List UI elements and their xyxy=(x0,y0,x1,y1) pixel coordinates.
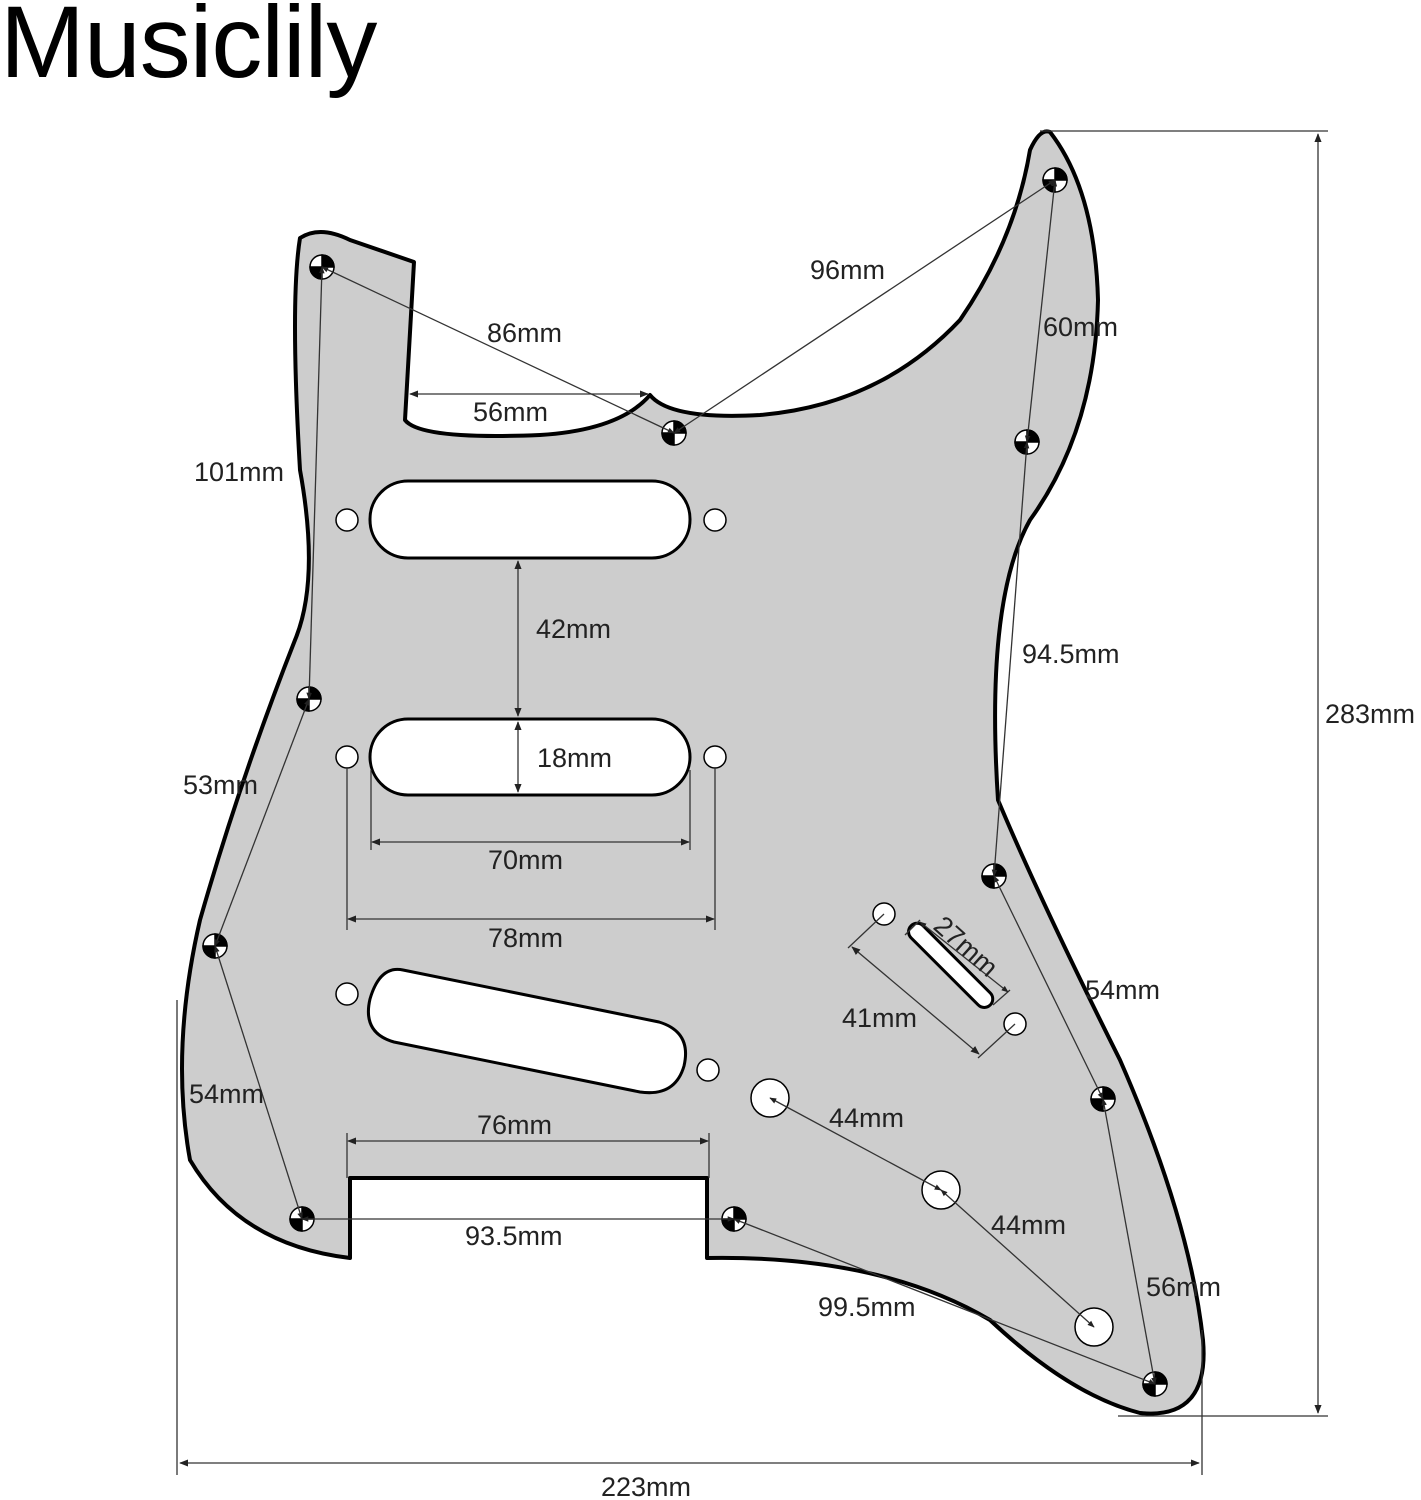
label-53mm: 53mm xyxy=(183,770,258,800)
dim-line-44mm-b xyxy=(940,1189,1095,1328)
label-54mm-left: 54mm xyxy=(189,1079,264,1109)
dim-line-27mm xyxy=(919,921,1009,993)
label-18mm: 18mm xyxy=(537,743,612,773)
dim-line-94-5mm xyxy=(991,441,1030,877)
brand-logo-text: Musiclily xyxy=(0,0,377,99)
pickup-screw-hole xyxy=(703,508,727,532)
ext-line xyxy=(992,989,1011,1006)
label-101mm: 101mm xyxy=(194,457,284,487)
pickup-screw-hole xyxy=(335,982,359,1006)
label-56mm-bottom: 56mm xyxy=(1146,1272,1221,1302)
dim-line-54mm-right xyxy=(993,875,1104,1100)
label-93-5mm: 93.5mm xyxy=(465,1221,563,1251)
ext-line xyxy=(847,913,885,949)
label-42mm: 42mm xyxy=(536,614,611,644)
dim-line-96mm xyxy=(673,179,1056,434)
label-41mm: 41mm xyxy=(842,1003,917,1033)
pickup-screw-hole xyxy=(696,1058,720,1082)
label-86mm: 86mm xyxy=(487,318,562,348)
dim-line-101mm xyxy=(306,266,325,700)
label-78mm: 78mm xyxy=(488,923,563,953)
pickup-screw-hole xyxy=(703,745,727,769)
neck-pickup-cutout xyxy=(368,479,692,560)
label-96mm: 96mm xyxy=(810,255,885,285)
pickup-screw-hole xyxy=(335,745,359,769)
dim-line-60mm xyxy=(1024,179,1058,443)
dim-line-86mm xyxy=(321,266,675,434)
label-44mm-b: 44mm xyxy=(991,1210,1066,1240)
label-99-5mm: 99.5mm xyxy=(818,1292,916,1322)
label-223mm: 223mm xyxy=(601,1472,691,1500)
label-56mm-top: 56mm xyxy=(473,397,548,427)
label-94-5mm: 94.5mm xyxy=(1022,639,1120,669)
bridge-pickup-cutout xyxy=(367,967,687,1095)
dim-line-53mm xyxy=(214,698,310,947)
label-54mm-right: 54mm xyxy=(1085,975,1160,1005)
label-44mm-a: 44mm xyxy=(829,1103,904,1133)
label-76mm: 76mm xyxy=(477,1110,552,1140)
dim-line-44mm-a xyxy=(769,1097,942,1191)
label-283mm: 283mm xyxy=(1325,699,1415,729)
dim-line-41mm xyxy=(851,946,980,1055)
ext-line xyxy=(977,1023,1016,1059)
pickup-screw-hole xyxy=(335,508,359,532)
dim-line-54mm-left xyxy=(214,945,303,1220)
ext-line xyxy=(904,919,921,936)
middle-pickup-cutout xyxy=(368,717,692,797)
label-60mm: 60mm xyxy=(1043,312,1118,342)
label-70mm: 70mm xyxy=(488,845,563,875)
